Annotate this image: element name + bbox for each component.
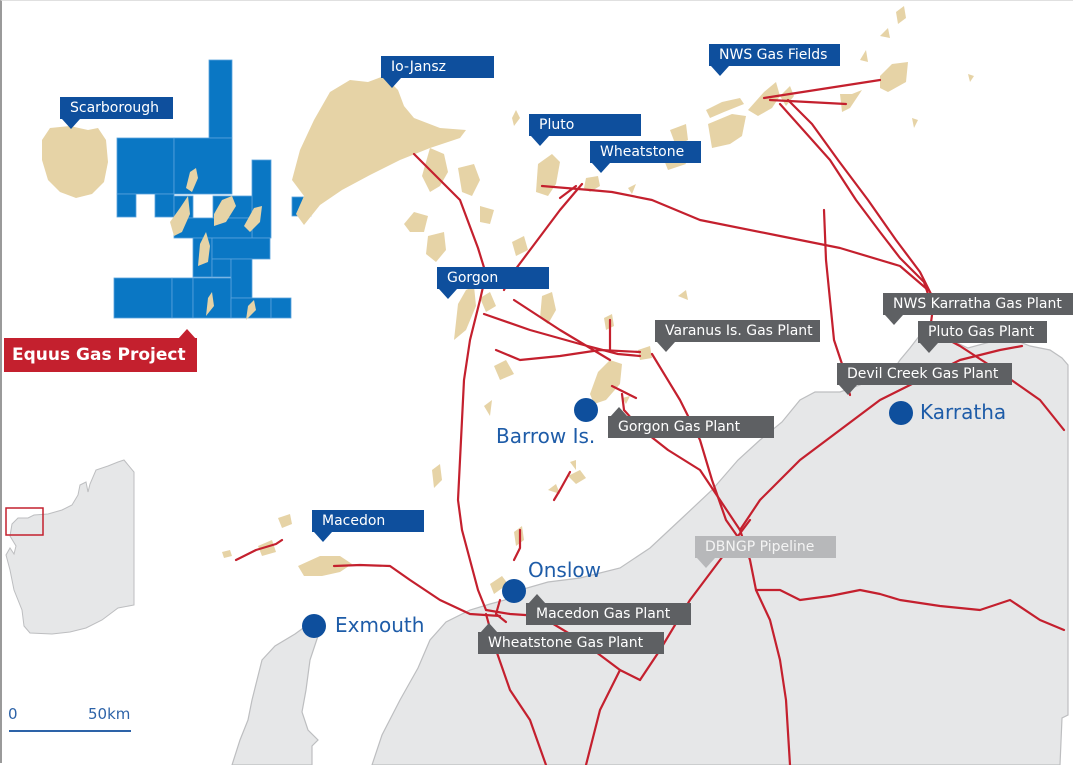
label-macedon-gas-plant[interactable]: Macedon Gas Plant	[526, 594, 691, 625]
label-pluto-gas-plant[interactable]: Pluto Gas Plant	[918, 321, 1047, 353]
town-name-barrow-island: Barrow Is.	[496, 424, 596, 448]
town-marker-onslow	[502, 579, 526, 603]
label-pointer	[62, 119, 80, 129]
town-marker-barrow	[574, 398, 598, 422]
town-name-exmouth: Exmouth	[335, 613, 425, 637]
label-scarborough[interactable]: Scarborough	[60, 97, 173, 129]
label-equus-gas-project[interactable]: Equus Gas Project	[4, 329, 197, 372]
label-nws-karratha-gas-plant[interactable]: NWS Karratha Gas Plant	[883, 293, 1073, 325]
label-macedon[interactable]: Macedon	[312, 510, 424, 542]
label-pointer	[528, 594, 546, 604]
label-pointer	[610, 407, 628, 417]
label-pointer	[697, 558, 715, 568]
label-pointer	[711, 66, 729, 76]
label-pointer	[480, 623, 498, 633]
label-devil-creek-gas-plant[interactable]: Devil Creek Gas Plant	[837, 363, 1012, 395]
label-varanus-is-gas-plant[interactable]: Varanus Is. Gas Plant	[655, 320, 820, 352]
scale-bar-start: 0	[8, 705, 18, 723]
label-io-jansz[interactable]: Io-Jansz	[381, 56, 494, 88]
label-wheatstone-gas-plant[interactable]: Wheatstone Gas Plant	[478, 623, 664, 654]
label-nws-gas-fields[interactable]: NWS Gas Fields	[709, 44, 840, 76]
town-name-onslow: Onslow	[528, 558, 601, 582]
inset-highlight-box	[5, 507, 44, 536]
town-name-karratha: Karratha	[920, 400, 1007, 424]
label-gorgon-gas-plant[interactable]: Gorgon Gas Plant	[608, 407, 774, 438]
label-pointer	[314, 532, 332, 542]
label-pointer	[592, 163, 610, 173]
label-pointer	[178, 329, 196, 339]
label-wheatstone[interactable]: Wheatstone	[590, 141, 701, 173]
label-pointer	[439, 289, 457, 299]
label-dbngp-pipeline[interactable]: DBNGP Pipeline	[695, 536, 836, 568]
scale-bar-end: 50km	[88, 705, 131, 723]
town-marker-exmouth	[302, 614, 326, 638]
label-pluto[interactable]: Pluto	[529, 114, 641, 146]
label-gorgon[interactable]: Gorgon	[437, 267, 549, 299]
label-pointer	[531, 136, 549, 146]
label-pointer	[657, 342, 675, 352]
exmouth-peninsula	[231, 625, 319, 765]
town-marker-karratha	[889, 401, 913, 425]
label-pointer	[383, 78, 401, 88]
label-pointer	[885, 315, 903, 325]
gas-pipelines	[234, 78, 1066, 765]
inset-western-australia	[5, 459, 135, 635]
label-pointer	[920, 343, 938, 353]
label-pointer	[839, 385, 857, 395]
